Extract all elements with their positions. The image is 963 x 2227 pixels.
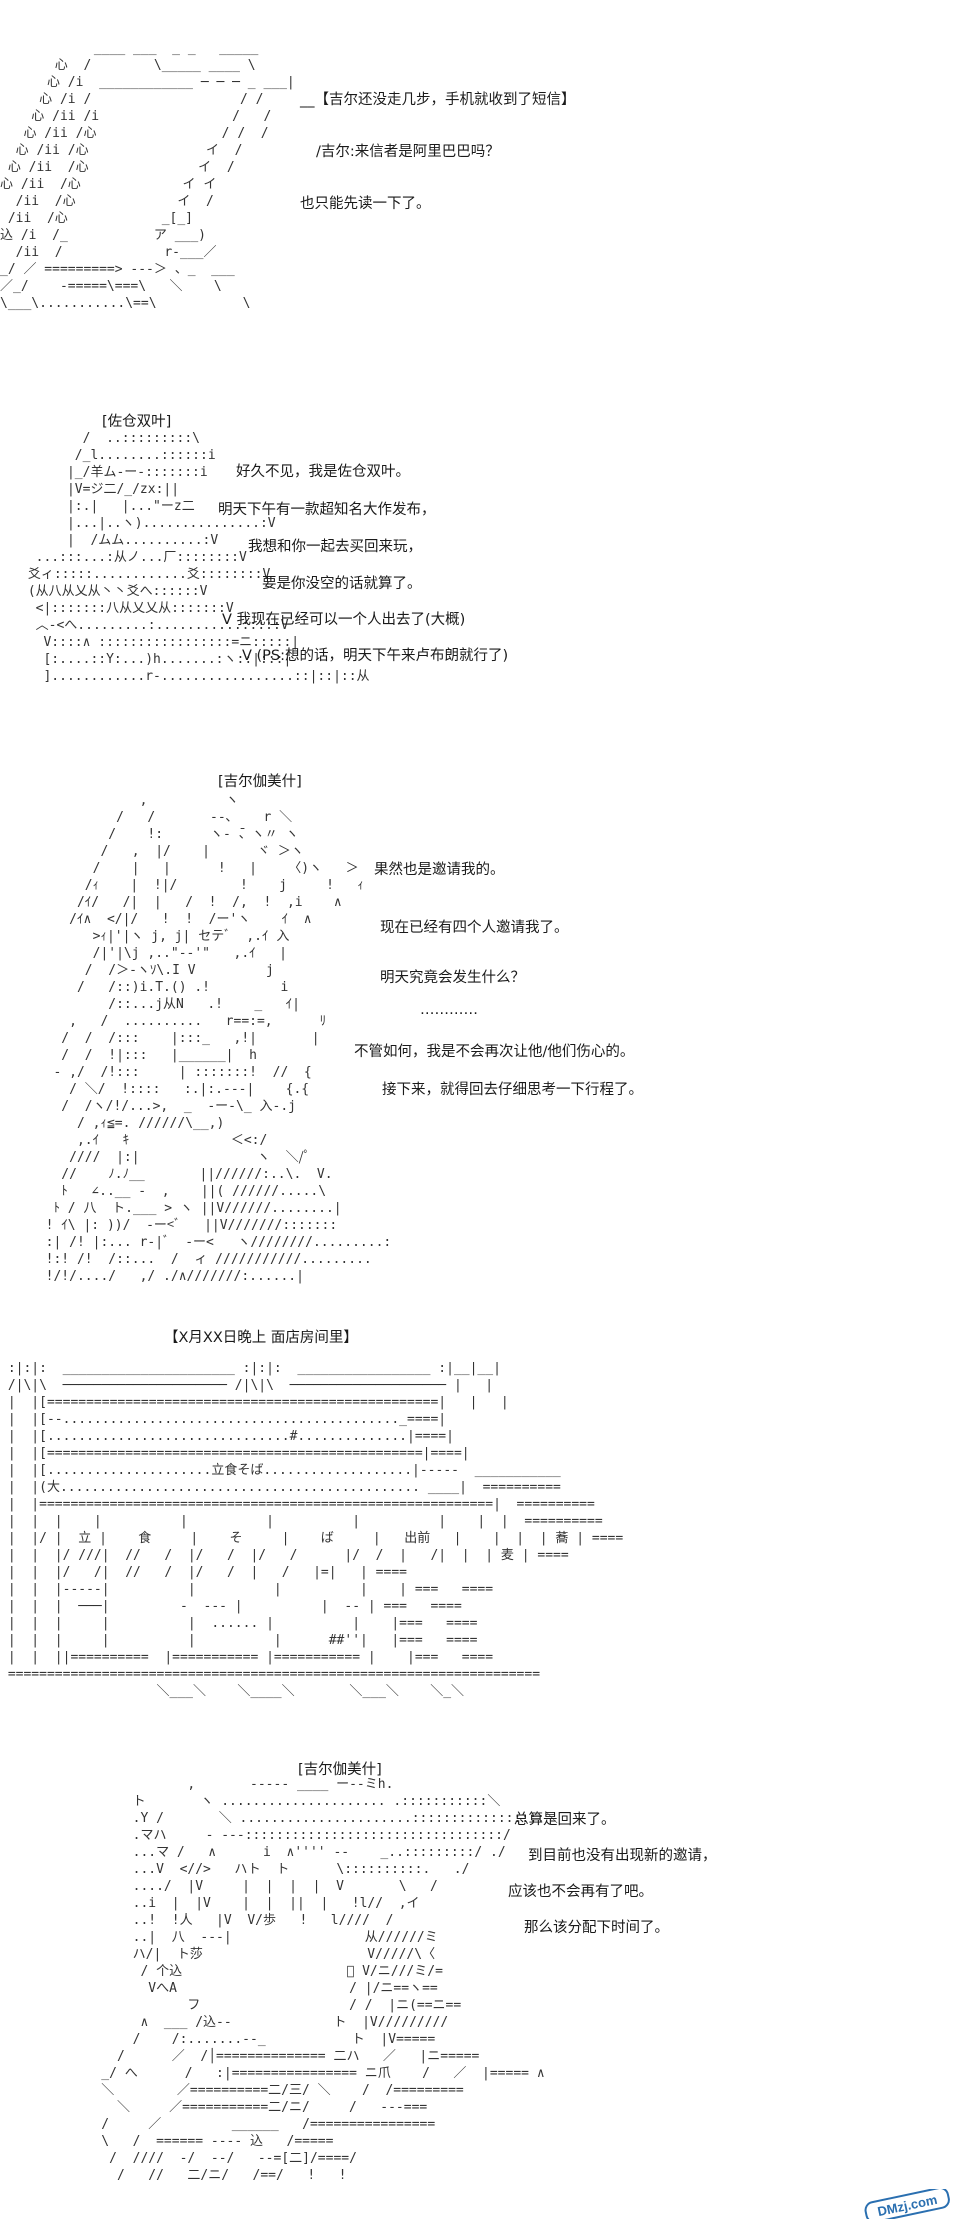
dialogue-line: 应该也不会再有了吧。 [508, 1884, 653, 1900]
dialogue-line: ………… [420, 1002, 478, 1018]
dialogue-line: /吉尔:来信者是阿里巴巴吗？ [316, 144, 500, 160]
dialogue-line: V 我现在已经可以一个人出去了(大概) [222, 612, 466, 628]
ascii-art-gilgamesh: , ヽ / / ‐‐､ r ＼ / !: ヽ‐ ̄、ヽ〃 ヽ / , |/ | … [45, 793, 392, 1284]
speaker-label: [佐仓双叶] [102, 414, 172, 430]
dialogue-line: 也只能先读一下了。 [300, 196, 431, 212]
speaker-label: [吉尔伽美什] [218, 774, 302, 790]
dialogue-line: 明天究竟会发生什么？ [380, 970, 525, 986]
dialogue-line: 接下来，就得回去仔细思考一下行程了。 [382, 1082, 643, 1098]
dialogue-line: 到目前也没有出现新的邀请， [528, 1848, 717, 1864]
dialogue-line: 果然也是邀请我的。 [374, 862, 505, 878]
ascii-art-phone: ____ ___ _ _ _____ 心 / \_____ ____ \ 心 /… [0, 41, 295, 311]
panel-2: [佐仓双叶] / ..:::::::::\ /_l........::::::i… [0, 400, 963, 730]
panel-3: [吉尔伽美什] , ヽ / / ‐‐､ r ＼ / !: ヽ‐ ̄、ヽ〃 ヽ /… [0, 760, 963, 1300]
dialogue-line: 总算是回来了。 [514, 1812, 616, 1828]
dialogue-line: 那么该分配下时间了。 [524, 1920, 669, 1936]
dialogue-line: 好久不见，我是佐仓双叶。 [236, 464, 410, 480]
dialogue-line: 不管如何，我是不会再次让他/他们伤心的。 [354, 1044, 635, 1060]
narration-text: __【吉尔还没走几步，手机就收到了短信】 [300, 92, 576, 108]
ascii-art-futaba: / ..:::::::::\ /_l........::::::i |_/羊ム‐… [27, 431, 370, 684]
site-watermark-logo: DMzj.com [864, 2189, 950, 2219]
dialogue-line: 要是你没空的话就算了。 [262, 576, 422, 592]
ascii-art-noodle-shop: :|:|: ______________________ :|:|: _____… [7, 1361, 624, 1699]
dialogue-line: V (PS:想的话，明天下午来卢布朗就行了) [242, 648, 509, 664]
ascii-art-gilgamesh-room: , ‐‐‐‐‐ ____ ー‐‐ミh. ト ヽ ................… [101, 1777, 558, 2183]
speaker-label: [吉尔伽美什] [298, 1762, 382, 1778]
panel-4: 【X月XX日晚上 面店房间里】 :|:|: __________________… [0, 1318, 963, 1748]
panel-1: ____ ___ _ _ _____ 心 / \_____ ____ \ 心 /… [0, 0, 963, 311]
scene-caption: 【X月XX日晚上 面店房间里】 [164, 1330, 358, 1346]
panel-5: [吉尔伽美什] , ‐‐‐‐‐ ____ ー‐‐ミh. ト ヽ ........… [0, 1750, 963, 2227]
dialogue-line: 明天下午有一款超知名大作发布， [218, 502, 436, 518]
dialogue-line: 我想和你一起去买回来玩， [248, 539, 422, 555]
dialogue-line: 现在已经有四个人邀请我了。 [380, 920, 569, 936]
